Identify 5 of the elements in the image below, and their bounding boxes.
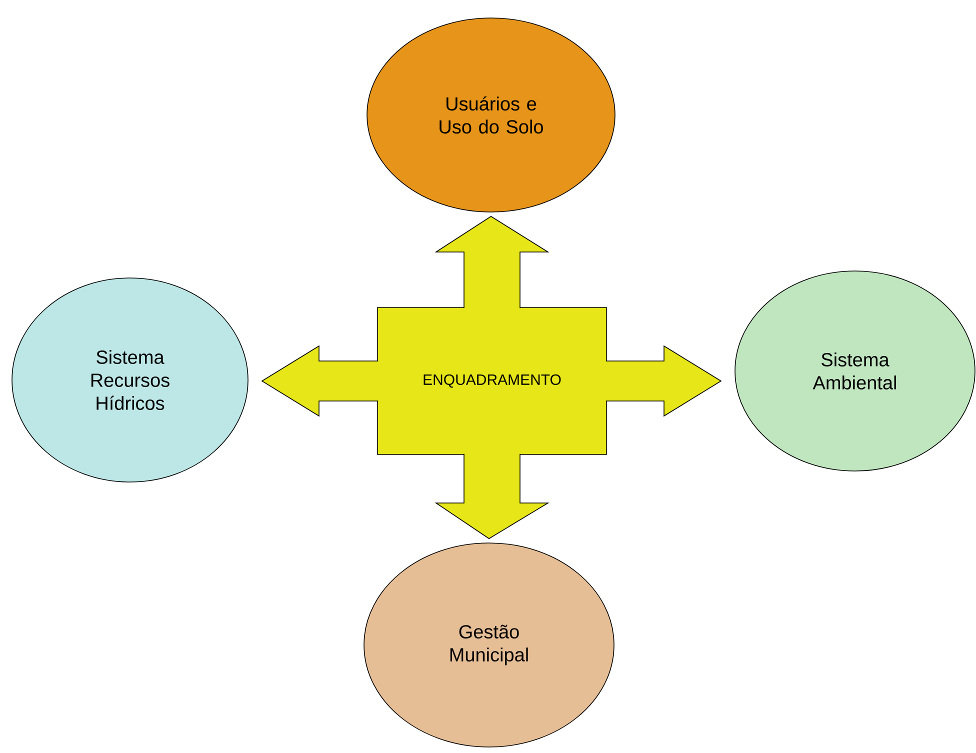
block-arrow xyxy=(261,345,378,417)
center-box: ENQUADRAMENTO xyxy=(377,307,607,455)
block-arrow xyxy=(434,454,550,540)
block-arrow xyxy=(606,345,722,417)
block-arrow xyxy=(434,216,550,308)
